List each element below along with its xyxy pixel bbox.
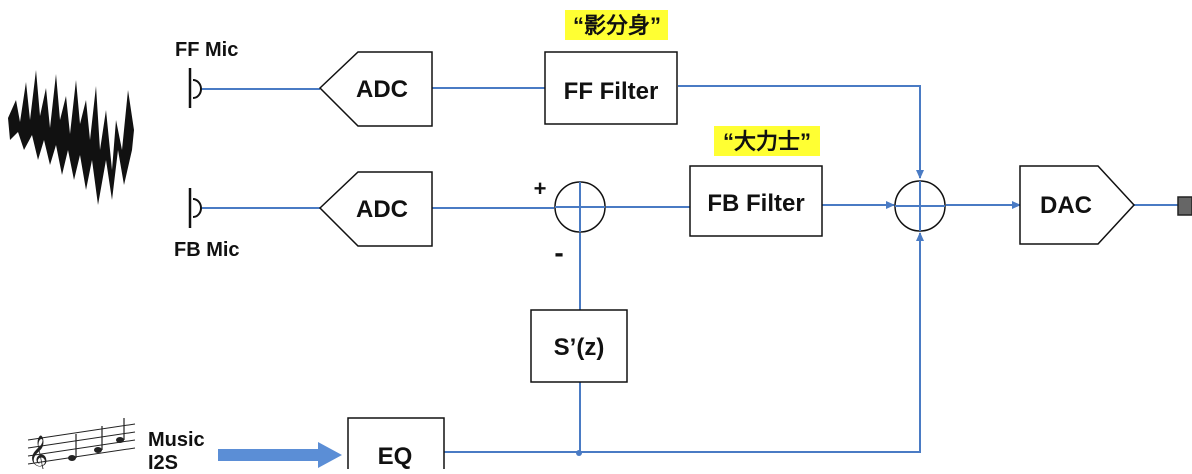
minus-sign: - bbox=[554, 237, 563, 268]
i2s-label: I2S bbox=[148, 452, 178, 469]
ff-filter-tag-highlight bbox=[565, 10, 668, 40]
fb-filter-tag-highlight bbox=[714, 126, 820, 156]
secondary-path-block bbox=[530, 309, 628, 383]
ff-microphone-icon bbox=[188, 68, 202, 108]
junction-dot bbox=[576, 450, 582, 456]
adc-bottom-label: ADC bbox=[356, 196, 408, 223]
plus-sign: + bbox=[534, 176, 547, 201]
dac-label: DAC bbox=[1040, 192, 1092, 219]
music-label: Music bbox=[148, 429, 205, 451]
adc-top-block bbox=[318, 51, 433, 127]
adc-bottom-block bbox=[318, 171, 433, 247]
svg-text:𝄞: 𝄞 bbox=[28, 436, 48, 469]
ff-filter-block bbox=[544, 51, 678, 125]
eq-block bbox=[347, 417, 445, 474]
fb-microphone-icon bbox=[188, 188, 202, 228]
fb-filter-label: FB Filter bbox=[707, 190, 804, 217]
noise-waveform-icon bbox=[8, 70, 134, 205]
dac-block bbox=[1019, 165, 1136, 245]
ff-mic-label: FF Mic bbox=[175, 39, 238, 61]
eq-label: EQ bbox=[378, 443, 413, 469]
summing-junction-fb bbox=[554, 181, 606, 233]
summing-junction-output bbox=[894, 180, 946, 232]
secondary-path-label: S’(z) bbox=[554, 334, 605, 361]
fb-filter-block bbox=[689, 165, 823, 237]
fb-mic-label: FB Mic bbox=[174, 239, 240, 261]
signal-wires bbox=[202, 85, 1180, 453]
speaker-icon bbox=[1177, 196, 1192, 216]
adc-top-label: ADC bbox=[356, 76, 408, 103]
fb-filter-tag: “大力士” bbox=[723, 129, 811, 154]
music-staff-icon: 𝄞 bbox=[27, 418, 136, 474]
ff-filter-tag: “影分身” bbox=[573, 13, 661, 38]
music-input-arrow bbox=[218, 442, 342, 468]
ff-filter-label: FF Filter bbox=[564, 78, 659, 105]
